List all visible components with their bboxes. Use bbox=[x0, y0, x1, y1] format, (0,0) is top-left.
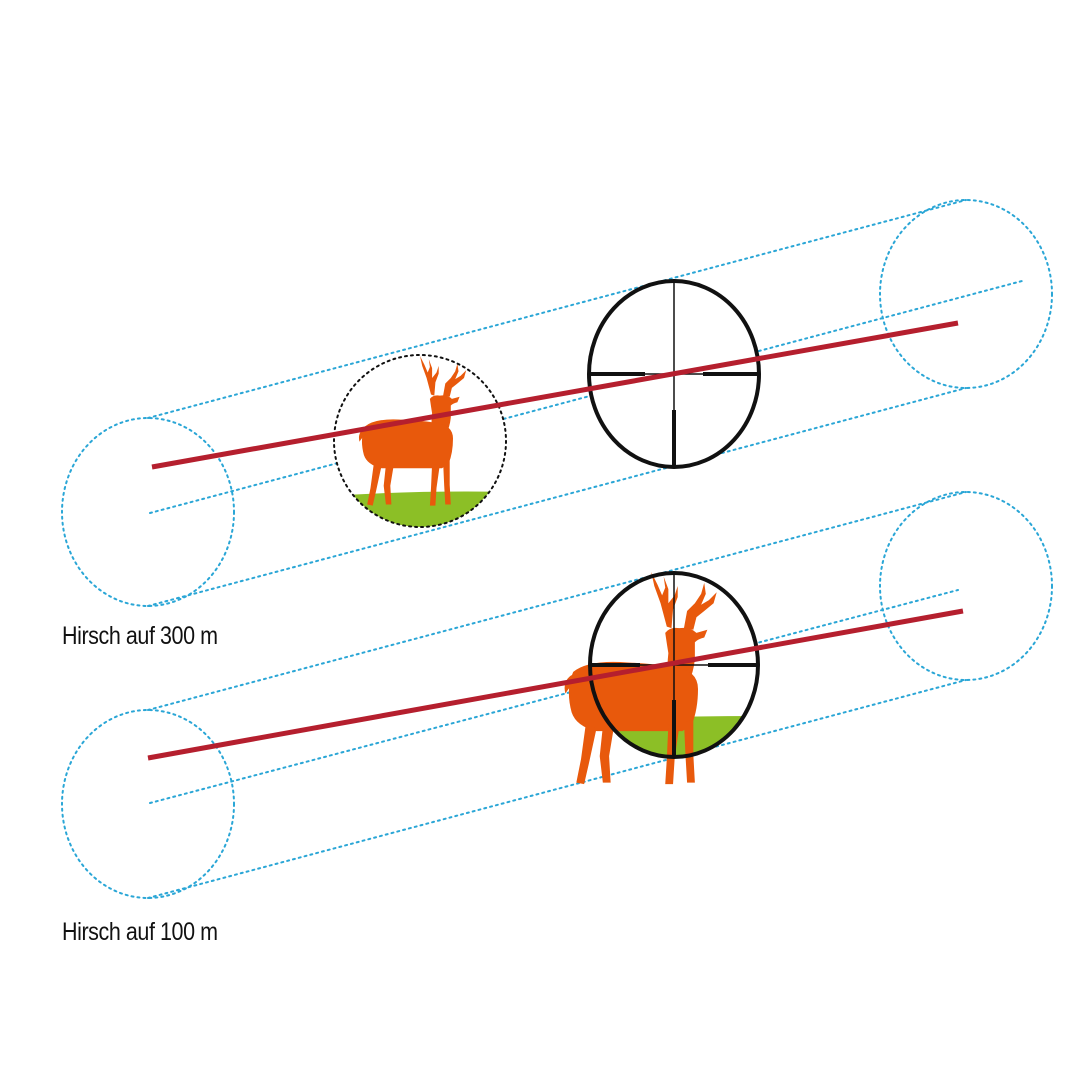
scene-300m bbox=[61, 199, 1053, 607]
target-lens-300m bbox=[333, 354, 507, 528]
caption-300m: Hirsch auf 300 m bbox=[62, 622, 218, 650]
caption-100m: Hirsch auf 100 m bbox=[62, 918, 218, 946]
sight-tube-bottom bbox=[61, 491, 1053, 899]
ground-patch bbox=[334, 491, 506, 527]
scene-100m bbox=[61, 491, 1053, 899]
trajectory-line-300m bbox=[151, 320, 959, 470]
sight-tube-top bbox=[61, 199, 1053, 607]
trajectory-line-100m bbox=[147, 608, 964, 761]
